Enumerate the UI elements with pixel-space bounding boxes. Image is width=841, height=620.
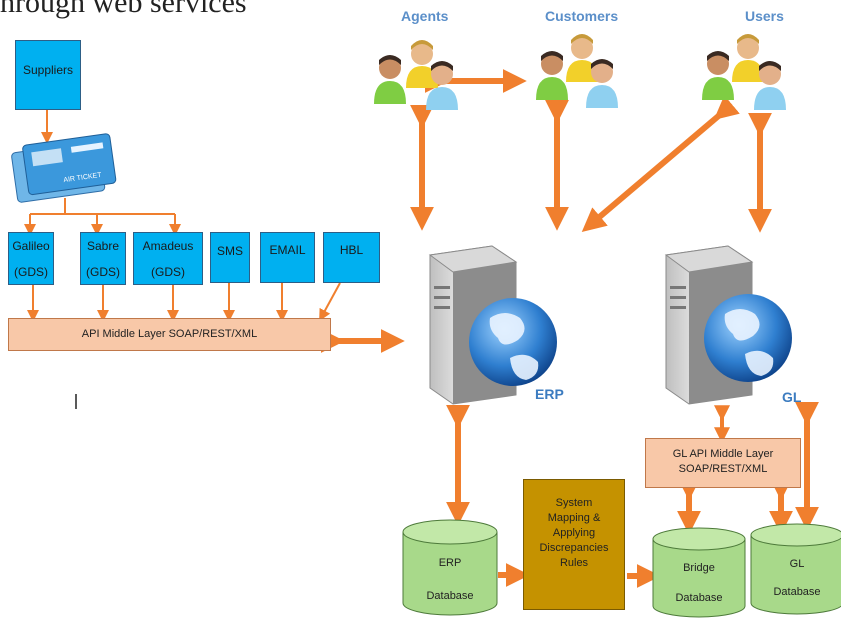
suppliers-label: Suppliers: [22, 63, 74, 77]
email-box: EMAIL: [260, 232, 315, 283]
galileo-gds-label: (GDS): [14, 265, 48, 279]
email-label: EMAIL: [269, 243, 306, 257]
gl-api-line1: GL API Middle Layer: [672, 448, 774, 460]
system-mapping-box: System Mapping & Applying Discrepancies …: [523, 479, 625, 610]
erp-db-line1: ERP: [438, 557, 462, 569]
bridge-database-cylinder: [652, 527, 746, 618]
supplier-arrows: [24, 110, 341, 322]
gl-server-icon: [664, 245, 792, 405]
credit-card-icon: AIR TICKET: [11, 133, 117, 203]
users-people-icon: [702, 34, 786, 110]
customers-people-icon: [536, 34, 618, 108]
suppliers-box: Suppliers: [15, 40, 81, 110]
hbl-label: HBL: [339, 243, 364, 257]
cut-off-caption: hrough web services: [0, 0, 247, 19]
amadeus-label: Amadeus: [142, 239, 194, 253]
gl-db-line2: Database: [773, 586, 821, 598]
sabre-box: Sabre (GDS): [80, 232, 126, 285]
sabre-gds-label: (GDS): [86, 265, 120, 279]
agents-people-icon: [374, 40, 458, 110]
erp-server-icon: [428, 245, 557, 405]
galileo-box: Galileo (GDS): [8, 232, 54, 285]
gl-db-line1: GL: [789, 558, 805, 570]
amadeus-gds-label: (GDS): [151, 265, 185, 279]
sabre-label: Sabre: [86, 239, 120, 253]
erp-database-cylinder: [402, 519, 498, 616]
agents-label: Agents: [401, 8, 449, 24]
gl-api-middle-layer: GL API Middle Layer SOAP/REST/XML: [645, 438, 801, 488]
mapping-line1: System: [555, 497, 593, 509]
erp-db-line2: Database: [426, 590, 474, 602]
users-label: Users: [745, 8, 784, 24]
amadeus-box: Amadeus (GDS): [133, 232, 203, 285]
galileo-label: Galileo: [12, 239, 50, 253]
sms-label: SMS: [216, 244, 243, 258]
erp-label: ERP: [535, 386, 564, 402]
gl-label: GL: [782, 389, 802, 405]
api-middle-layer: API Middle Layer SOAP/REST/XML: [8, 318, 331, 351]
mapping-line2: Mapping &: [547, 512, 601, 524]
gl-api-line2: SOAP/REST/XML: [678, 463, 768, 475]
mapping-line5: Rules: [559, 557, 589, 569]
bridge-db-line1: Bridge: [683, 562, 715, 574]
mapping-line4: Discrepancies: [539, 542, 609, 554]
thick-arrows: [320, 69, 819, 588]
mapping-line3: Applying: [552, 527, 596, 539]
hbl-box: HBL: [323, 232, 380, 283]
customers-label: Customers: [545, 8, 619, 24]
gl-database-cylinder: [750, 523, 841, 615]
sms-box: SMS: [210, 232, 250, 283]
bridge-db-line2: Database: [675, 592, 723, 604]
